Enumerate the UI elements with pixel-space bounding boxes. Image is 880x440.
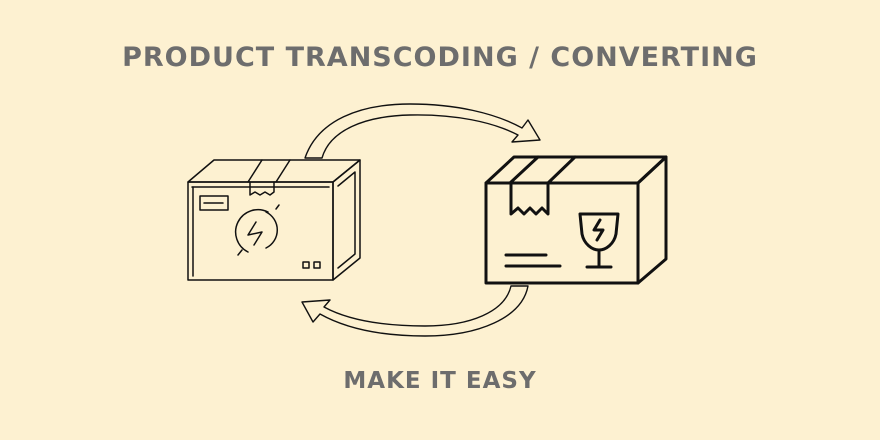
curved-arrow-right-icon — [304, 103, 541, 159]
open-box-with-convert-symbol-icon — [187, 159, 361, 281]
page-title: PRODUCT TRANSCODING / CONVERTING — [122, 42, 758, 73]
curved-arrow-left-icon — [301, 285, 529, 337]
tagline: MAKE IT EASY — [343, 368, 537, 394]
closed-box-with-fragile-glass-icon — [484, 155, 668, 285]
